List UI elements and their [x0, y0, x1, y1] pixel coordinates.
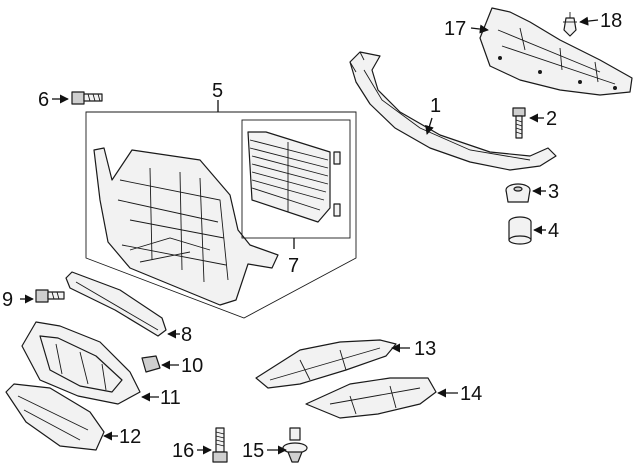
callout-18: 18 — [600, 10, 622, 32]
callout-8: 8 — [181, 324, 192, 346]
callout-3: 3 — [548, 181, 559, 203]
part-4-bushing[interactable] — [508, 216, 532, 245]
callout-4: 4 — [548, 220, 559, 242]
part-13-splash-shield[interactable] — [255, 339, 397, 389]
callout-13: 13 — [414, 338, 436, 360]
callout-9: 9 — [2, 289, 13, 311]
part-6-bolt[interactable] — [71, 91, 103, 105]
part-9-bolt[interactable] — [35, 289, 65, 303]
part-15-push-pin[interactable] — [282, 427, 308, 463]
part-1-reinforcement-bar[interactable] — [349, 51, 557, 171]
callout-7: 7 — [288, 255, 299, 277]
callout-14: 14 — [460, 383, 482, 405]
callout-16: 16 — [172, 440, 194, 462]
part-2-bolt[interactable] — [512, 107, 526, 139]
part-14-lower-shield[interactable] — [305, 377, 437, 419]
part-3-clip[interactable] — [505, 183, 531, 203]
part-5-radiator-support[interactable] — [93, 147, 279, 306]
part-11-air-guide[interactable] — [21, 321, 141, 405]
callout-12: 12 — [119, 426, 141, 448]
part-17-upper-shield[interactable] — [479, 7, 633, 96]
leader-lines — [20, 16, 599, 455]
part-18-push-pin[interactable] — [563, 12, 577, 37]
callout-5: 5 — [212, 80, 223, 102]
callout-17: 17 — [444, 18, 466, 40]
part-5-radiator-support-box — [85, 111, 357, 319]
callout-10: 10 — [181, 355, 203, 377]
callout-6: 6 — [38, 89, 49, 111]
callout-2: 2 — [546, 108, 557, 130]
callout-15: 15 — [242, 440, 264, 462]
part-10-clip[interactable] — [141, 355, 161, 373]
callout-11: 11 — [160, 387, 181, 409]
part-7-shutter-box — [241, 119, 351, 239]
part-7-grille-shutter[interactable] — [247, 131, 341, 223]
part-16-stud-bolt[interactable] — [212, 427, 228, 463]
part-8-deflector[interactable] — [65, 271, 167, 337]
callout-1: 1 — [430, 95, 441, 117]
